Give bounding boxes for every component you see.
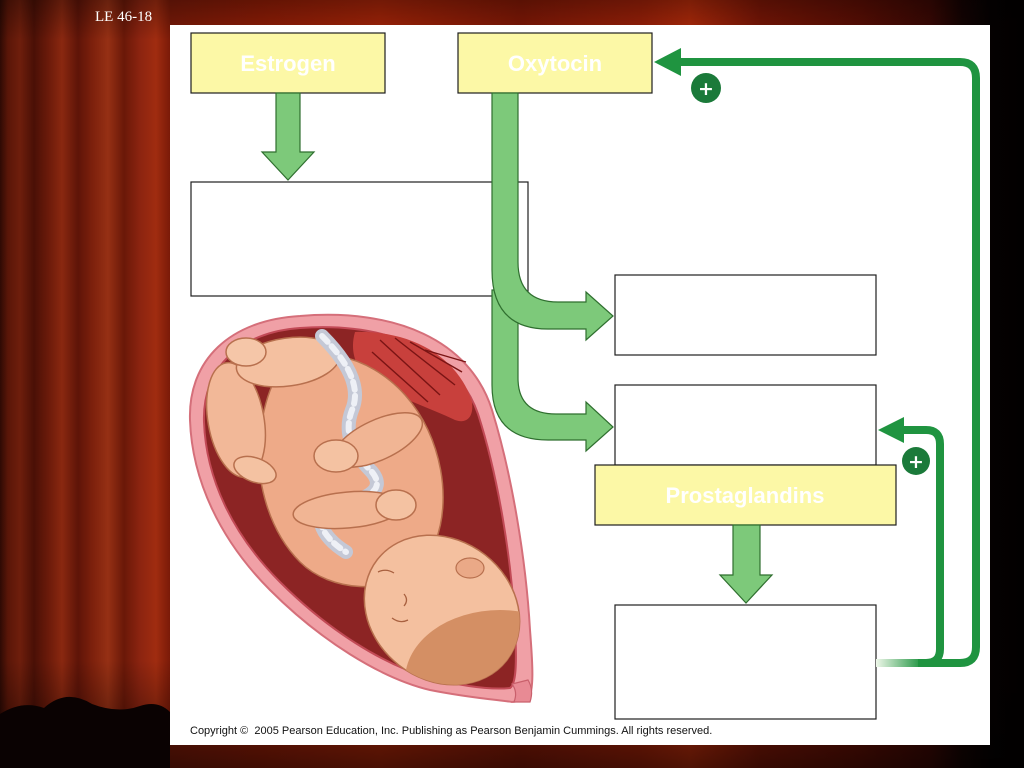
estrogen-down-arrow [260, 92, 316, 181]
blank-box-top [190, 181, 529, 297]
plus-sign: + [698, 78, 714, 100]
estrogen-box [190, 32, 386, 94]
fetus-ear [455, 557, 485, 579]
feedback-loop-to-oxytocin [678, 58, 980, 667]
oxytocin-node: Oxytocin [457, 32, 653, 94]
curtain-hem-shadow [0, 696, 170, 768]
fetus-foot-upper [225, 337, 267, 367]
prostaglandins-box [594, 464, 897, 526]
estrogen-label: Estrogen [240, 51, 335, 76]
fetus-hand-lower [375, 489, 417, 521]
feedback-arrowhead-prostaglandins [878, 417, 904, 443]
copyright-notice: Copyright © 2005 Pearson Education, Inc.… [190, 725, 713, 737]
plus-sign: + [908, 451, 924, 473]
prostaglandins-label: Prostaglandins [666, 483, 825, 508]
blank-box-lower [614, 384, 877, 466]
fetus-face [377, 569, 409, 623]
prostaglandins-down-arrow [718, 524, 774, 604]
fetus-foot-lower [233, 455, 277, 485]
feedback-loop-to-prostaglandins [902, 426, 944, 667]
estrogen-node: Estrogen [190, 32, 386, 94]
feedback-arrowhead-oxytocin [654, 48, 681, 76]
plus-badge-circle [691, 73, 721, 103]
slide-label: LE 46-18 [95, 9, 153, 25]
prostaglandins-node: Prostaglandins [594, 464, 897, 526]
oxytocin-arrow-lower-branch [491, 289, 614, 453]
oxytocin-box [457, 32, 653, 94]
plus-badge-oxytocin: + [691, 73, 721, 103]
blank-box-bottom [614, 604, 877, 720]
cervix [510, 679, 533, 703]
plus-badge-prostaglandins: + [902, 447, 930, 475]
oxytocin-arrow-upper-branch [491, 92, 614, 342]
placenta-vessels [371, 337, 467, 403]
fetus-hand-upper [313, 439, 359, 473]
feedback-line-fade [876, 659, 922, 667]
plus-badge-circle [902, 447, 930, 475]
placenta [352, 331, 473, 422]
oxytocin-label: Oxytocin [508, 51, 602, 76]
blank-box-middle [614, 274, 877, 356]
fetus-in-uterus-icon [188, 313, 550, 716]
